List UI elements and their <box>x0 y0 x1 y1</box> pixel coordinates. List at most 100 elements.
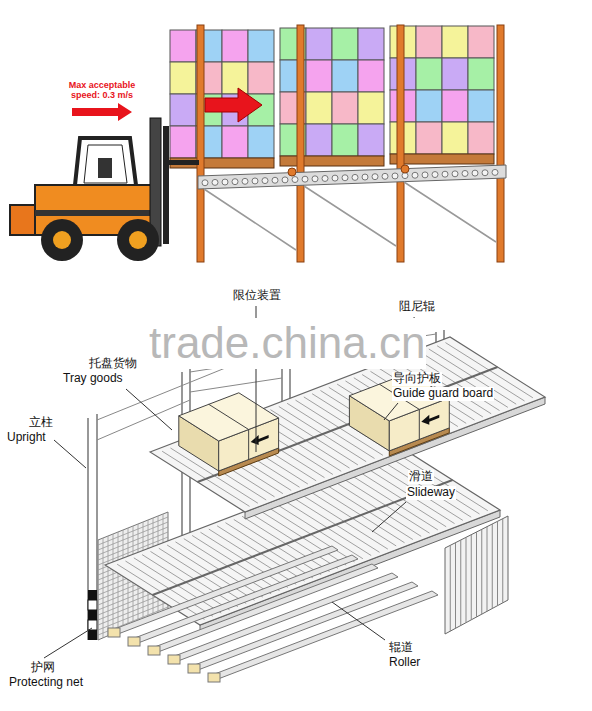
cargo-box <box>416 122 442 154</box>
gate-bar <box>476 532 477 617</box>
cargo-box <box>468 122 494 154</box>
part-label: Slideway <box>406 486 456 500</box>
rack-upright <box>397 25 404 262</box>
cargo-box <box>222 126 248 158</box>
gate-bar <box>502 519 503 603</box>
part-label: 辊道 <box>388 641 414 655</box>
bar-end <box>128 637 140 646</box>
fork <box>165 160 199 165</box>
wheel-hub <box>53 231 71 249</box>
cab-frame <box>75 138 136 185</box>
guard-stripe <box>88 610 97 620</box>
cargo-box <box>358 60 384 92</box>
cargo-box <box>222 62 248 94</box>
leader-line <box>54 440 86 468</box>
gate-bar <box>492 524 493 609</box>
bar-end <box>108 628 120 637</box>
cargo-box <box>332 92 358 124</box>
gate-bar <box>455 543 456 629</box>
gate-frame <box>445 516 508 634</box>
roller <box>384 462 471 517</box>
forklift <box>10 118 199 261</box>
rack-top-view <box>72 25 506 262</box>
guard-stripe <box>88 630 97 640</box>
roller <box>232 179 238 185</box>
flow-arrow <box>205 88 262 122</box>
roller <box>322 175 328 181</box>
direction-arrow <box>251 435 269 445</box>
gate-bar <box>450 545 451 631</box>
roller <box>432 172 438 178</box>
bracing <box>204 182 496 250</box>
roller <box>212 179 218 185</box>
part-label: 阻尼辊 <box>398 300 436 314</box>
roller <box>342 175 348 181</box>
roller <box>222 179 228 185</box>
cargo-box <box>306 28 332 60</box>
body-stripe <box>35 210 158 216</box>
roller <box>382 173 388 179</box>
roller <box>392 459 479 514</box>
roller <box>375 465 462 520</box>
roller <box>442 171 448 177</box>
roller <box>362 174 368 180</box>
pallet-boxes <box>170 26 494 168</box>
cargo-box <box>170 30 196 62</box>
wheel <box>41 219 83 261</box>
leader-line <box>372 502 406 532</box>
roller-bars <box>108 546 438 682</box>
roller <box>272 177 278 183</box>
cargo-box <box>332 124 358 156</box>
part-label: Guide guard board <box>392 387 494 401</box>
roller-bar <box>192 582 418 670</box>
bar-end <box>188 664 200 673</box>
rack-upright <box>497 25 504 262</box>
pallet <box>390 154 494 164</box>
cargo-box <box>468 58 494 90</box>
roller <box>472 170 478 176</box>
gate-bar <box>460 540 461 626</box>
gate-bar <box>481 529 482 614</box>
roller-bar <box>212 591 438 679</box>
brake-roller <box>288 168 296 176</box>
leader-line <box>44 628 92 658</box>
bar-end <box>208 673 220 682</box>
cargo-box <box>442 58 468 90</box>
cargo-box <box>332 28 358 60</box>
roller <box>482 170 488 176</box>
guard-stripe <box>88 590 97 600</box>
bar-end <box>148 646 160 655</box>
roller <box>262 178 268 184</box>
roller <box>372 174 378 180</box>
roller <box>202 180 208 186</box>
roller <box>462 170 468 176</box>
roller <box>452 171 458 177</box>
part-label: Roller <box>388 656 421 670</box>
leader-line <box>126 389 172 430</box>
cargo-box <box>248 30 274 62</box>
part-label: 限位装置 <box>232 289 282 303</box>
rack-upright <box>197 25 204 262</box>
flow-rack-isometric <box>44 306 545 682</box>
wheel-hub <box>129 231 147 249</box>
roller <box>242 178 248 184</box>
cargo-box <box>468 90 494 122</box>
bar-end <box>168 655 180 664</box>
roller <box>412 172 418 178</box>
cargo-box <box>222 30 248 62</box>
cargo-box <box>170 94 196 126</box>
roller <box>252 178 258 184</box>
guard-stripe <box>88 620 97 630</box>
wheel <box>117 219 159 261</box>
cargo-box <box>306 124 332 156</box>
cargo-box <box>442 122 468 154</box>
roller <box>312 176 318 182</box>
roller <box>402 173 408 179</box>
part-label: 托盘货物 <box>88 357 138 371</box>
cargo-box <box>248 62 274 94</box>
gate-bar <box>497 521 498 605</box>
roller <box>332 175 338 181</box>
part-label: 护网 <box>30 661 56 675</box>
